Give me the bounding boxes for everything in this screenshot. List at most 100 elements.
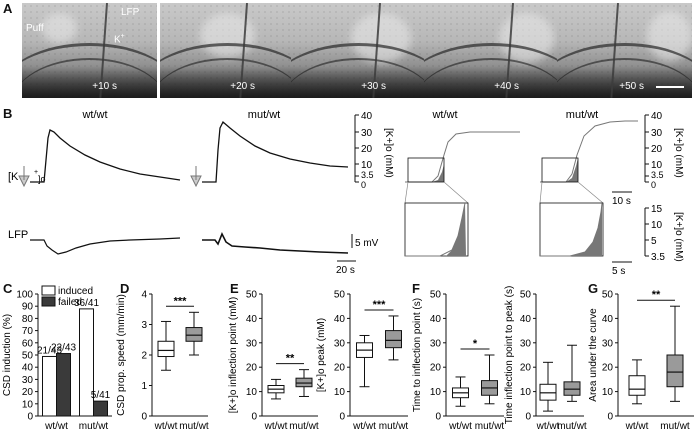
y-tick-label: 80 [22, 314, 34, 325]
legend-swatch [41, 285, 56, 296]
image-frame-2: +20 s [160, 3, 295, 98]
y-tick-label: 30 [22, 375, 34, 386]
y-axis-label: Area under the curve [588, 308, 599, 402]
y-tick-label: 2 [141, 351, 147, 362]
k-tick: 20 [361, 144, 373, 155]
image-frame-3: +30 s [291, 3, 426, 98]
y-axis-label: [K+]o peak (mM) [316, 318, 327, 392]
x-tick-label: mut/wt [660, 421, 690, 432]
header-wt-1: wt/wt [81, 109, 107, 121]
x-tick-label: wt/wt [264, 421, 288, 432]
k-trace-label-sup: + [34, 169, 38, 176]
time-label: +40 s [494, 81, 519, 92]
scale-bar-10s: 10 s [612, 191, 632, 207]
x-tick-label: wt/wt [154, 421, 178, 432]
inset2-k-tick: 10 [651, 220, 663, 231]
x-tick-label: mut/wt [379, 421, 409, 432]
y-axis-label: CSD induction (%) [2, 314, 13, 396]
panel-letter-f: F [412, 281, 420, 296]
x-tick-label: mut/wt [289, 421, 319, 432]
significance-label: * [473, 338, 478, 350]
panel-letter-a: A [3, 1, 13, 16]
k-trace-mut [202, 120, 349, 183]
k-axis-title: [K+]o (mM) [383, 128, 394, 178]
y-tick-label: 30 [602, 338, 614, 349]
x-tick-label: mut/wt [179, 421, 209, 432]
lfp-trace-mut [202, 232, 349, 254]
image-frame-4: +40 s [424, 3, 559, 98]
x-tick-label: wt/wt [625, 421, 649, 432]
bar-data-label: 36/41 [74, 298, 99, 309]
k-label-sup: + [120, 33, 125, 40]
k-trace-label: [K [8, 171, 19, 183]
y-tick-label: 30 [246, 338, 258, 349]
y-tick-label: 0 [525, 412, 531, 423]
y-tick-label: 70 [22, 326, 34, 337]
inset2-k-tick: 15 [651, 204, 663, 215]
y-tick-label: 10 [22, 399, 34, 410]
y-tick-label: 40 [520, 314, 532, 325]
scale-bar [656, 86, 684, 88]
y-tick-label: 40 [334, 314, 346, 325]
inset-k-axis: 40 30 20 10 3.5 0 [K+]o (mM) [644, 111, 684, 190]
inset-k-tick: 10 [651, 160, 663, 171]
image-frame-1: Puff LFP K+ +10 s [22, 3, 157, 98]
puff-arrow-1 [18, 166, 30, 188]
x-tick-label: mut/wt [557, 421, 587, 432]
y-tick-label: 0 [607, 412, 613, 423]
significance-label: ** [286, 353, 295, 365]
y-tick-label: 50 [334, 290, 346, 301]
panel-letter-e: E [230, 281, 239, 296]
box [385, 330, 402, 349]
bar [42, 355, 57, 417]
significance-label: ** [652, 289, 661, 301]
y-tick-label: 50 [22, 351, 34, 362]
y-tick-label: 10 [520, 387, 532, 398]
y-tick-label: 50 [430, 290, 442, 301]
inset-k-tick: 30 [651, 128, 663, 139]
box [157, 340, 175, 358]
k-tick: 30 [361, 128, 373, 139]
image-frame-5: +50 s [557, 3, 692, 98]
panel-b: wt/wt mut/wt wt/wt mut/wt [K + ]o 40 30 … [8, 109, 684, 277]
bar-data-label: 21/43 [37, 345, 62, 356]
scale-mv-label: 5 mV [355, 238, 379, 249]
y-tick-label: 10 [334, 387, 346, 398]
x-tick-label: wt/wt [448, 421, 472, 432]
k-tick: 3.5 [361, 170, 374, 180]
legend-label: induced [58, 286, 93, 297]
box [563, 381, 581, 396]
panel-letter-d: D [120, 281, 130, 296]
y-tick-label: 4 [141, 290, 147, 301]
y-tick-label: 0 [251, 412, 257, 423]
bar [56, 353, 71, 417]
x-tick-label: wt/wt [536, 421, 560, 432]
y-tick-label: 40 [602, 314, 614, 325]
inset-k-tick: 0 [651, 180, 656, 190]
lfp-trace-label: LFP [8, 229, 28, 241]
y-tick-label: 90 [22, 302, 34, 313]
y-tick-label: 30 [430, 338, 442, 349]
y-tick-label: 0 [27, 412, 33, 423]
y-tick-label: 3 [141, 320, 147, 331]
panel-letter-b: B [3, 106, 13, 121]
header-mut-1: mut/wt [248, 109, 280, 121]
bar [79, 308, 94, 417]
y-tick-label: 20 [246, 363, 258, 374]
panel-letter-g: G [588, 281, 599, 296]
box [295, 377, 313, 388]
scale-10s-label: 10 s [612, 196, 631, 207]
scale-5s-label: 5 s [612, 266, 625, 277]
y-tick-label: 0 [339, 412, 345, 423]
inset-trace-wt [404, 131, 520, 257]
y-axis-label: Time inflection point to peak (s) [504, 286, 515, 425]
bar-data-label: 22/43 [51, 343, 76, 354]
time-label: +10 s [92, 81, 117, 92]
inset-k-tick: 3.5 [651, 170, 664, 180]
inset2-k-tick: 3.5 [651, 252, 665, 263]
inset-k-tick: 40 [651, 111, 663, 122]
scale-20s-label: 20 s [336, 265, 355, 276]
scale-bar-mv: 5 mV [351, 234, 379, 249]
bar-data-label: 5/41 [91, 390, 111, 401]
y-tick-label: 40 [430, 314, 442, 325]
